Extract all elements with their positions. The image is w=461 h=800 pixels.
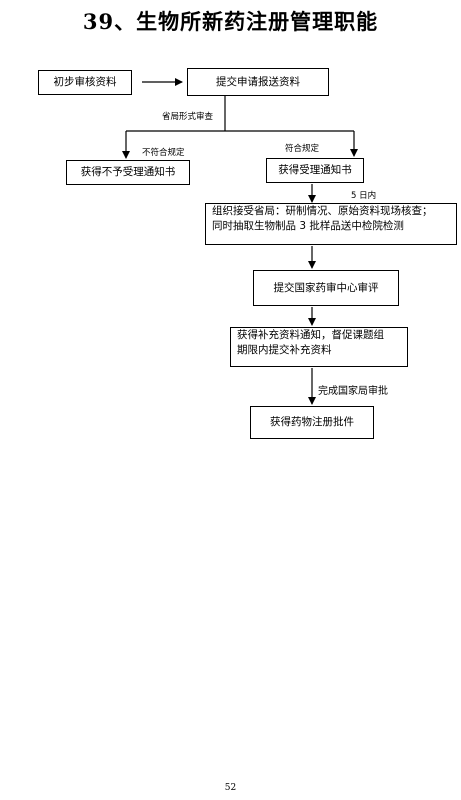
supplement-line-1: 获得补充资料通知，督促课题组: [237, 329, 384, 341]
page-title: 39、生物所新药注册管理职能: [82, 9, 379, 34]
supplement-line-2: 期限内提交补充资料: [237, 344, 332, 356]
node-inspection: 组织接受省局：研制情况、原始资料现场核查； 同时抽取生物制品 3 批样品送中检院…: [205, 203, 457, 245]
page-number: 52: [224, 783, 237, 793]
label-non-compliant: 不符合规定: [142, 148, 185, 158]
label-provincial-formal-review: 省局形式审查: [162, 112, 214, 122]
inspection-line-2: 同时抽取生物制品 3 批样品送中检院检测: [212, 220, 404, 232]
node-initial-review: 初步审核资料: [38, 70, 132, 95]
node-submit-application: 提交申请报送资料: [187, 68, 329, 96]
label-compliant: 符合规定: [285, 144, 320, 154]
node-approval: 获得药物注册批件: [250, 406, 374, 439]
node-submit-center-review: 提交国家药审中心审评: [253, 270, 399, 306]
node-not-accepted-notice: 获得不予受理通知书: [66, 160, 190, 185]
node-supplement-notice: 获得补充资料通知，督促课题组 期限内提交补充资料: [230, 327, 408, 367]
inspection-line-1: 组织接受省局：研制情况、原始资料现场核查；: [212, 205, 433, 217]
label-five-days: 5 日内: [351, 191, 377, 201]
label-national-approval: 完成国家局审批: [318, 386, 388, 397]
node-accepted-notice: 获得受理通知书: [266, 158, 364, 183]
